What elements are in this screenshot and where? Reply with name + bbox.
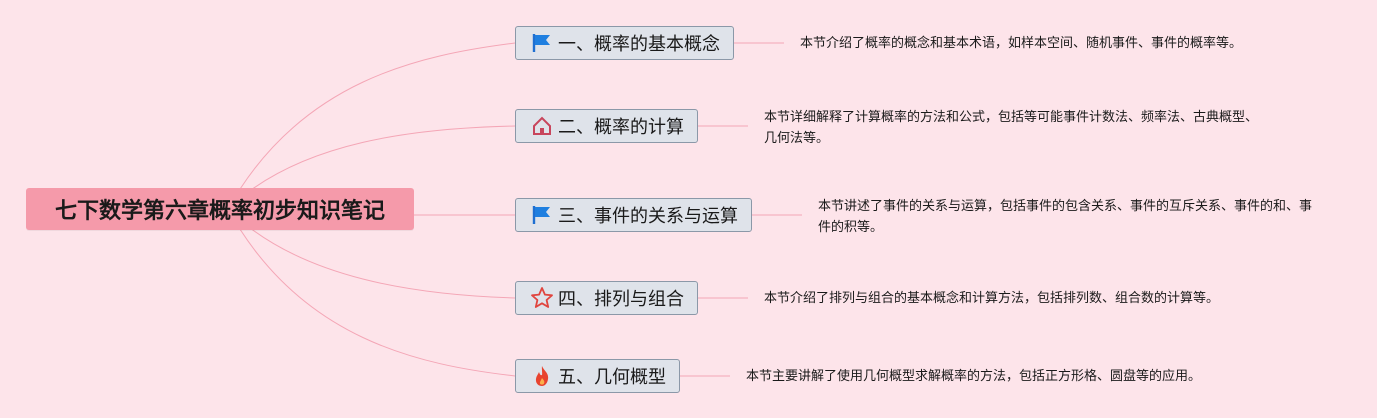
branch-topic-4[interactable]: 四、排列与组合 [515, 281, 698, 315]
house-icon [530, 114, 554, 138]
branch-topic-5[interactable]: 五、几何概型 [515, 359, 680, 393]
fire-icon [530, 364, 554, 388]
branch-topic-2[interactable]: 二、概率的计算 [515, 109, 698, 143]
flag-icon [530, 31, 554, 55]
branch-note-1: 本节介绍了概率的概念和基本术语，如样本空间、随机事件、事件的概率等。 [800, 33, 1360, 54]
connector-branch-1 [227, 42, 516, 210]
branch-note-text-2: 本节详细解释了计算概率的方法和公式，包括等可能事件计数法、频率法、古典概型、几何… [764, 110, 1259, 146]
branch-note-text-5: 本节主要讲解了使用几何概型求解概率的方法，包括正方形格、圆盘等的应用。 [746, 369, 1202, 384]
root-topic[interactable]: 七下数学第六章概率初步知识笔记 [26, 188, 414, 230]
branch-topic-3[interactable]: 三、事件的关系与运算 [515, 198, 752, 232]
branch-label-3: 三、事件的关系与运算 [558, 206, 738, 227]
branch-note-3: 本节讲述了事件的关系与运算，包括事件的包含关系、事件的互斥关系、事件的和、事件的… [818, 196, 1318, 238]
branch-note-text-4: 本节介绍了排列与组合的基本概念和计算方法，包括排列数、组合数的计算等。 [764, 291, 1220, 306]
connector-branch-2 [227, 125, 516, 210]
connector-branch-5 [227, 208, 516, 377]
star-icon [530, 286, 554, 310]
branch-note-text-1: 本节介绍了概率的概念和基本术语，如样本空间、随机事件、事件的概率等。 [800, 36, 1243, 51]
flag-icon [530, 203, 554, 227]
branch-note-5: 本节主要讲解了使用几何概型求解概率的方法，包括正方形格、圆盘等的应用。 [746, 366, 1266, 387]
branch-note-4: 本节介绍了排列与组合的基本概念和计算方法，包括排列数、组合数的计算等。 [764, 288, 1284, 309]
root-title: 七下数学第六章概率初步知识笔记 [54, 199, 385, 224]
branch-label-5: 五、几何概型 [558, 367, 666, 388]
branch-topic-1[interactable]: 一、概率的基本概念 [515, 26, 734, 60]
branch-note-2: 本节详细解释了计算概率的方法和公式，包括等可能事件计数法、频率法、古典概型、几何… [764, 107, 1264, 149]
branch-label-1: 一、概率的基本概念 [558, 34, 720, 55]
branch-label-4: 四、排列与组合 [558, 289, 684, 310]
branch-label-2: 二、概率的计算 [558, 117, 684, 138]
connector-branch-4 [227, 208, 516, 299]
branch-note-text-3: 本节讲述了事件的关系与运算，包括事件的包含关系、事件的互斥关系、事件的和、事件的… [818, 199, 1313, 235]
